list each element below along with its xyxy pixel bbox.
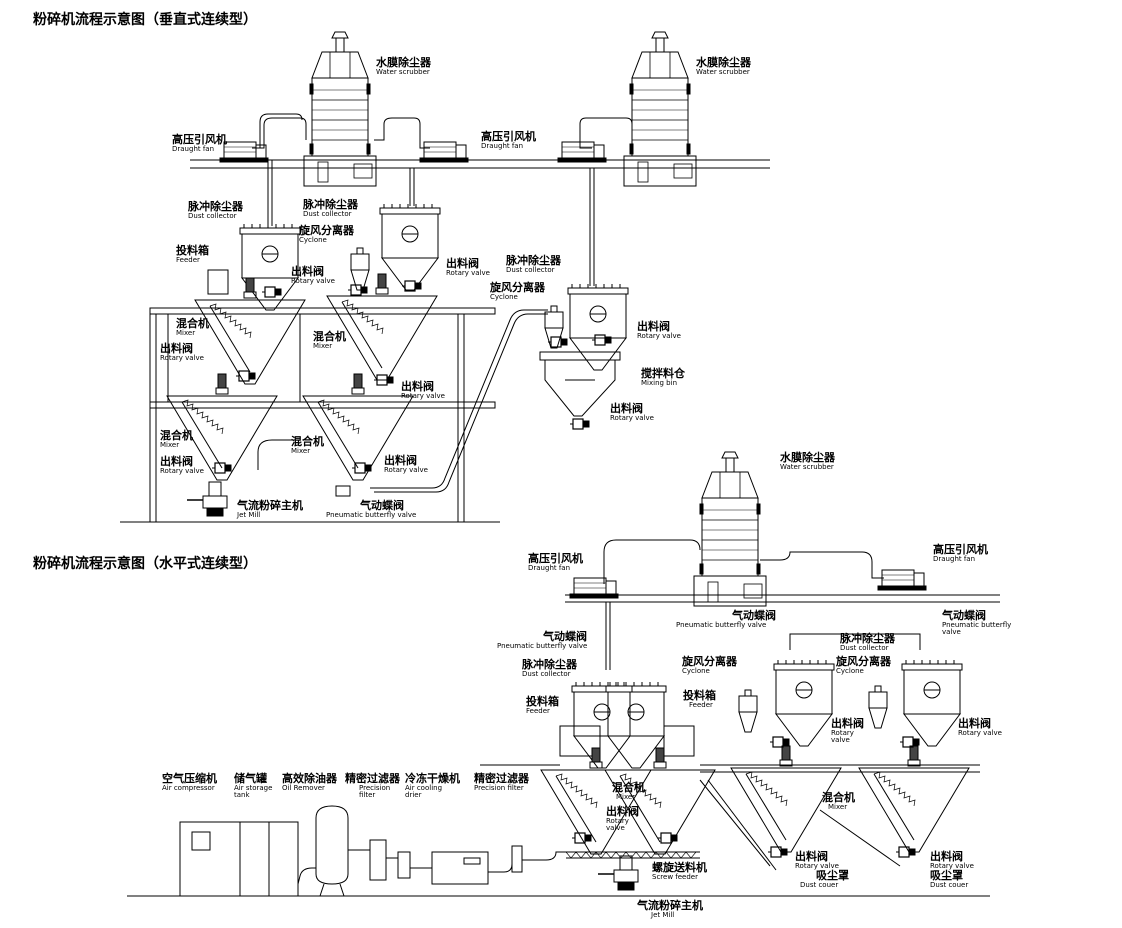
title-vertical: 粉碎机流程示意图（垂直式连续型） [33, 12, 257, 28]
top-diagram [120, 31, 770, 523]
bottom-diagram [127, 451, 1000, 897]
title-horizontal: 粉碎机流程示意图（水平式连续型） [33, 556, 257, 572]
